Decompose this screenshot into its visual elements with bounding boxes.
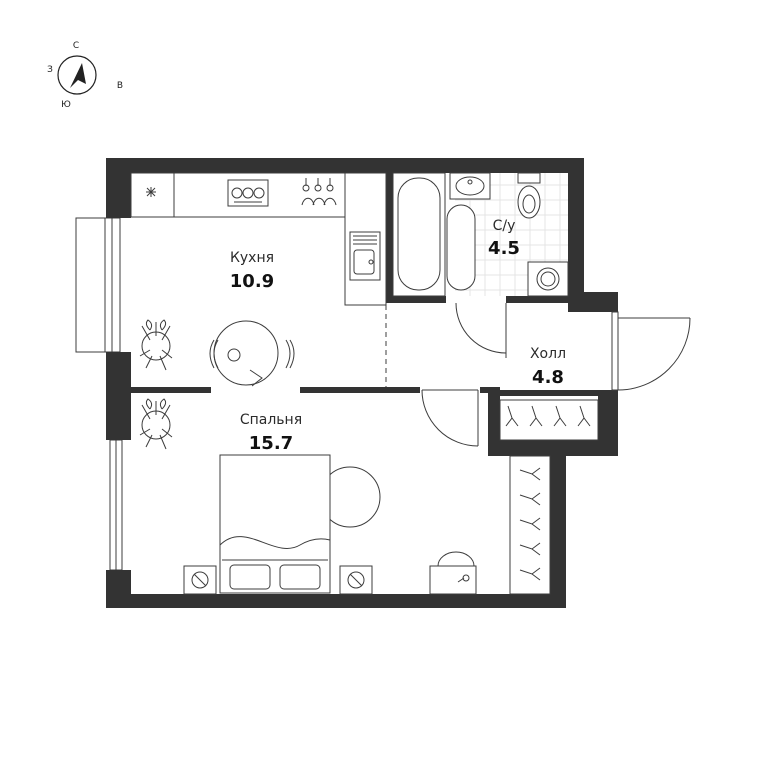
- compass-south: Ю: [61, 100, 71, 110]
- washbasin-icon: [449, 172, 491, 200]
- sink-icon: [349, 231, 381, 281]
- kitchen-furniture: [130, 172, 387, 306]
- plant-icon-bedroom: [139, 398, 173, 450]
- hall-wardrobe: [499, 399, 599, 441]
- dresser: [429, 551, 477, 595]
- kitchen-name: Кухня: [230, 250, 274, 266]
- entrance-door: [611, 311, 691, 391]
- doors: [421, 301, 691, 447]
- dining-table: [209, 320, 295, 387]
- nightstands: [183, 565, 373, 595]
- bedroom-area: 15.7: [249, 433, 293, 454]
- glasses-icon: [301, 178, 337, 206]
- kitchen-area: 10.9: [230, 271, 274, 292]
- bed: [219, 454, 381, 594]
- walls: [106, 158, 618, 608]
- plant-icon-kitchen: [139, 319, 173, 371]
- bedroom-name: Спальня: [240, 412, 302, 428]
- compass-north: С: [73, 41, 79, 51]
- bedroom-door: [421, 389, 479, 447]
- room-labels: Кухня 10.9 С/у 4.5 Холл 4.8 Спальня 15.7: [230, 218, 566, 454]
- hanger-icons-bedroom: [519, 467, 541, 581]
- compass: С З В Ю: [47, 41, 123, 110]
- compass-west: З: [47, 65, 53, 75]
- hall-area: 4.8: [532, 367, 564, 388]
- bedroom-wardrobe: [509, 455, 551, 595]
- windows: [75, 217, 123, 571]
- bathroom-door: [446, 301, 507, 358]
- washing-machine-icon: [527, 261, 569, 297]
- bathroom-name: С/у: [493, 218, 516, 234]
- toilet-icon: [517, 172, 541, 219]
- stove-icon: [227, 179, 269, 207]
- hall-name: Холл: [530, 346, 566, 362]
- compass-east: В: [117, 81, 123, 91]
- north-arrow-icon: [70, 63, 86, 88]
- shower-tray: [446, 204, 476, 291]
- kitchen-counter-side: [344, 172, 387, 306]
- snowflake-icon: [146, 187, 156, 197]
- compass-ring: [57, 55, 97, 95]
- bathroom-fixtures: [392, 172, 569, 297]
- bathroom-area: 4.5: [488, 238, 520, 259]
- hanger-icons: [505, 405, 591, 427]
- kitchen-window: [75, 217, 121, 353]
